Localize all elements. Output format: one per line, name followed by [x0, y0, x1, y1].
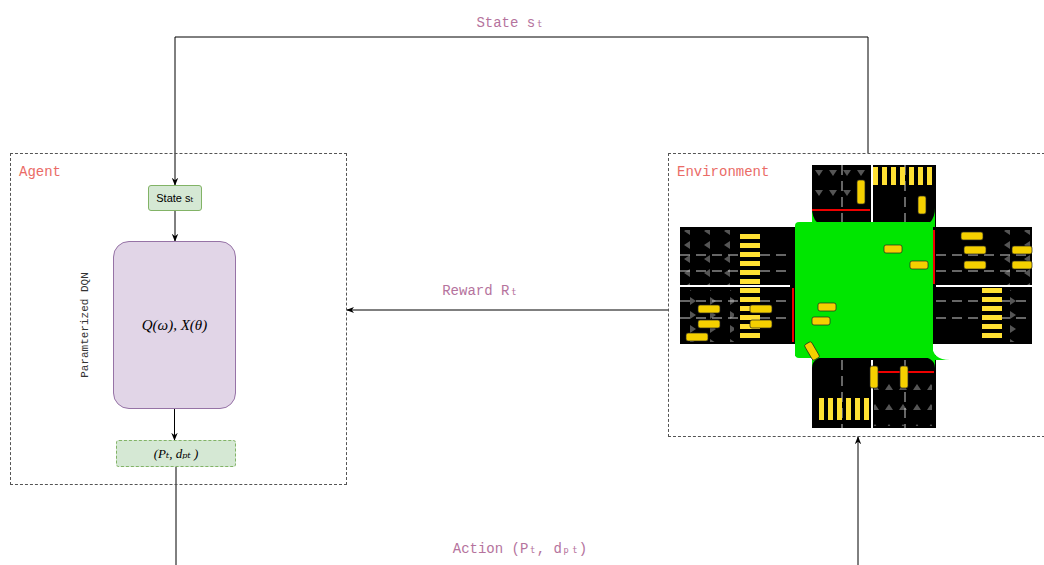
lane-arrows [684, 230, 734, 286]
road [812, 355, 936, 428]
crosswalk [872, 167, 932, 185]
vehicles [900, 366, 908, 388]
crosswalk [982, 284, 1002, 342]
container-label: Agent [19, 164, 354, 180]
connector-arrow [175, 211, 176, 241]
vehicles [1012, 246, 1032, 254]
lane-arrows [1000, 290, 1030, 342]
lane-arrows [684, 168, 1030, 426]
lane-lines [936, 255, 1032, 256]
vehicles [910, 261, 928, 269]
connector-arrow [175, 37, 868, 185]
vehicles [750, 320, 772, 328]
dqn-box: Paramterized DQNQ(ω), X(θ) [113, 241, 236, 409]
connector-arrow [347, 310, 668, 311]
lane-lines [936, 271, 1032, 272]
stop-lines [933, 230, 935, 284]
box-label: State sₜ [156, 192, 194, 205]
vehicles [964, 261, 986, 269]
edge-label: Reward Rₜ [439, 282, 521, 299]
edge-label: Action (Pₜ, dₚₜ) [450, 540, 591, 557]
vehicles [884, 245, 902, 253]
junction-area [795, 208, 950, 368]
lane-lines [680, 318, 790, 319]
connector-arrow [176, 437, 858, 565]
box-label: (Pₜ, dₚₜ ) [154, 446, 198, 462]
junction-area [795, 222, 933, 358]
action-output-box: (Pₜ, dₚₜ ) [116, 440, 236, 467]
lane-lines [680, 255, 790, 256]
road [930, 227, 1032, 344]
vehicles [804, 341, 820, 361]
crosswalk [816, 398, 872, 420]
vehicles [698, 305, 720, 313]
container-label: Environment [677, 164, 1044, 180]
vehicles [686, 180, 1032, 388]
vehicles [812, 317, 830, 325]
vehicles [698, 320, 720, 328]
vehicles [750, 305, 772, 313]
road [680, 165, 1032, 428]
box-label: Q(ω), X(θ) [142, 317, 207, 334]
vehicles [870, 366, 878, 388]
lane-arrows [684, 290, 734, 342]
lane-lines [842, 165, 843, 222]
vehicles [918, 196, 926, 214]
road [680, 227, 798, 344]
vehicles [1012, 261, 1032, 269]
vehicles [686, 333, 708, 341]
environment-container: Environment [668, 153, 1044, 437]
lane-lines [680, 165, 1032, 428]
vehicles [964, 246, 986, 254]
junction-area [795, 208, 950, 368]
vehicles [857, 180, 865, 204]
agent-container: AgentState sₜParamterized DQNQ(ω), X(θ)(… [10, 153, 347, 485]
median-line [680, 285, 790, 287]
lane-lines [680, 301, 790, 302]
crosswalk [740, 167, 1002, 420]
lane-arrows [1000, 230, 1030, 286]
lane-lines [680, 271, 790, 272]
edge-label: State sₜ [473, 14, 546, 31]
vehicles [961, 232, 983, 240]
rotated-heading: Paramterized DQN [79, 272, 91, 378]
road [812, 165, 936, 227]
stop-lines [792, 288, 794, 342]
connector-arrow [174, 409, 175, 440]
stop-lines [812, 209, 870, 211]
median-line [680, 165, 1032, 428]
vehicles [818, 303, 836, 311]
state-box: State sₜ [148, 185, 202, 211]
stop-lines [793, 210, 934, 372]
